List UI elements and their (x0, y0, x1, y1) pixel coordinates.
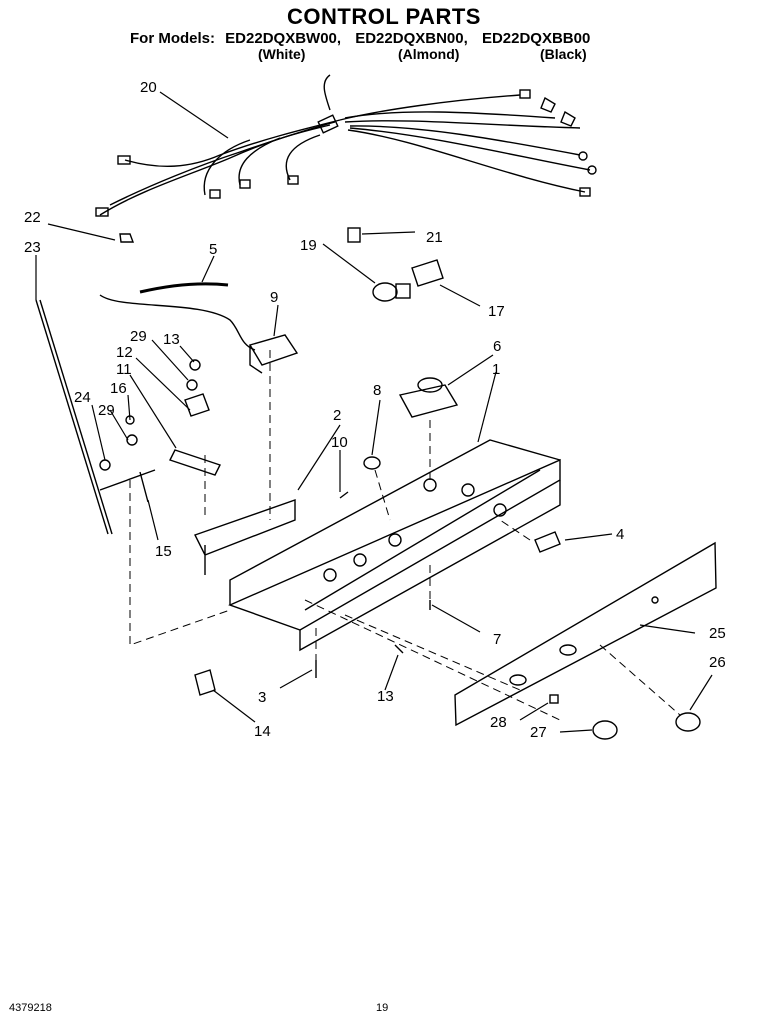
callout-29-a: 29 (130, 328, 147, 345)
knob-26 (675, 712, 701, 732)
callout-29-b: 29 (98, 402, 115, 419)
model-color-black: (Black) (540, 46, 587, 62)
callout-28: 28 (490, 714, 507, 731)
control-panel (454, 541, 717, 727)
timer-6 (398, 384, 459, 418)
callout-27: 27 (530, 724, 547, 741)
callout-2: 2 (333, 407, 341, 424)
callout-15: 15 (155, 543, 172, 560)
callout-25: 25 (709, 625, 726, 642)
callout-13-a: 13 (163, 331, 180, 348)
callout-3: 3 (258, 689, 266, 706)
models-label: For Models: (130, 30, 215, 47)
callout-10: 10 (331, 434, 348, 451)
callout-4: 4 (616, 526, 624, 543)
light-socket (411, 259, 444, 287)
callout-13-b: 13 (377, 688, 394, 705)
models-line: For Models: ED22DQXBW00, ED22DQXBN00, ED… (130, 30, 590, 47)
callout-20: 20 (140, 79, 157, 96)
callout-21: 21 (426, 229, 443, 246)
callout-14: 14 (254, 723, 271, 740)
callout-8: 8 (373, 382, 381, 399)
document-number: 4379218 (9, 1002, 52, 1014)
light-bulb (372, 282, 398, 302)
callout-9: 9 (270, 289, 278, 306)
switch-9 (248, 334, 299, 374)
bracket-2 (194, 499, 296, 575)
capillary-tube (139, 282, 229, 294)
page-title: CONTROL PARTS (287, 4, 481, 29)
page-number: 19 (376, 1002, 389, 1014)
callout-5: 5 (209, 241, 217, 258)
model-code-black: ED22DQXBB00 (481, 30, 591, 47)
model-code-almond: ED22DQXBN00, (355, 30, 468, 47)
callout-6: 6 (493, 338, 501, 355)
model-code-white: ED22DQXBW00, (225, 30, 342, 47)
callout-labels: 1 2 3 4 5 6 7 8 9 10 11 12 13 13 14 15 1… (24, 79, 726, 741)
callout-23: 23 (24, 239, 41, 256)
callout-11: 11 (116, 361, 132, 378)
clip-22 (119, 233, 135, 243)
model-color-white: (White) (258, 46, 306, 62)
callout-19: 19 (300, 237, 317, 254)
knob-27 (592, 720, 618, 740)
wire-harness (95, 74, 597, 217)
callout-7: 7 (493, 631, 501, 648)
callout-26: 26 (709, 654, 726, 671)
callout-1: 1 (492, 361, 500, 378)
callout-16: 16 (110, 380, 127, 397)
model-color-almond: (Almond) (398, 46, 460, 62)
control-rod (35, 299, 109, 535)
light-switch-4 (534, 531, 561, 553)
callout-22: 22 (24, 209, 41, 226)
bracket-21 (347, 227, 361, 243)
control-housing (228, 439, 561, 652)
callout-12: 12 (116, 344, 133, 361)
callout-17: 17 (488, 303, 505, 320)
callout-24: 24 (74, 389, 91, 406)
